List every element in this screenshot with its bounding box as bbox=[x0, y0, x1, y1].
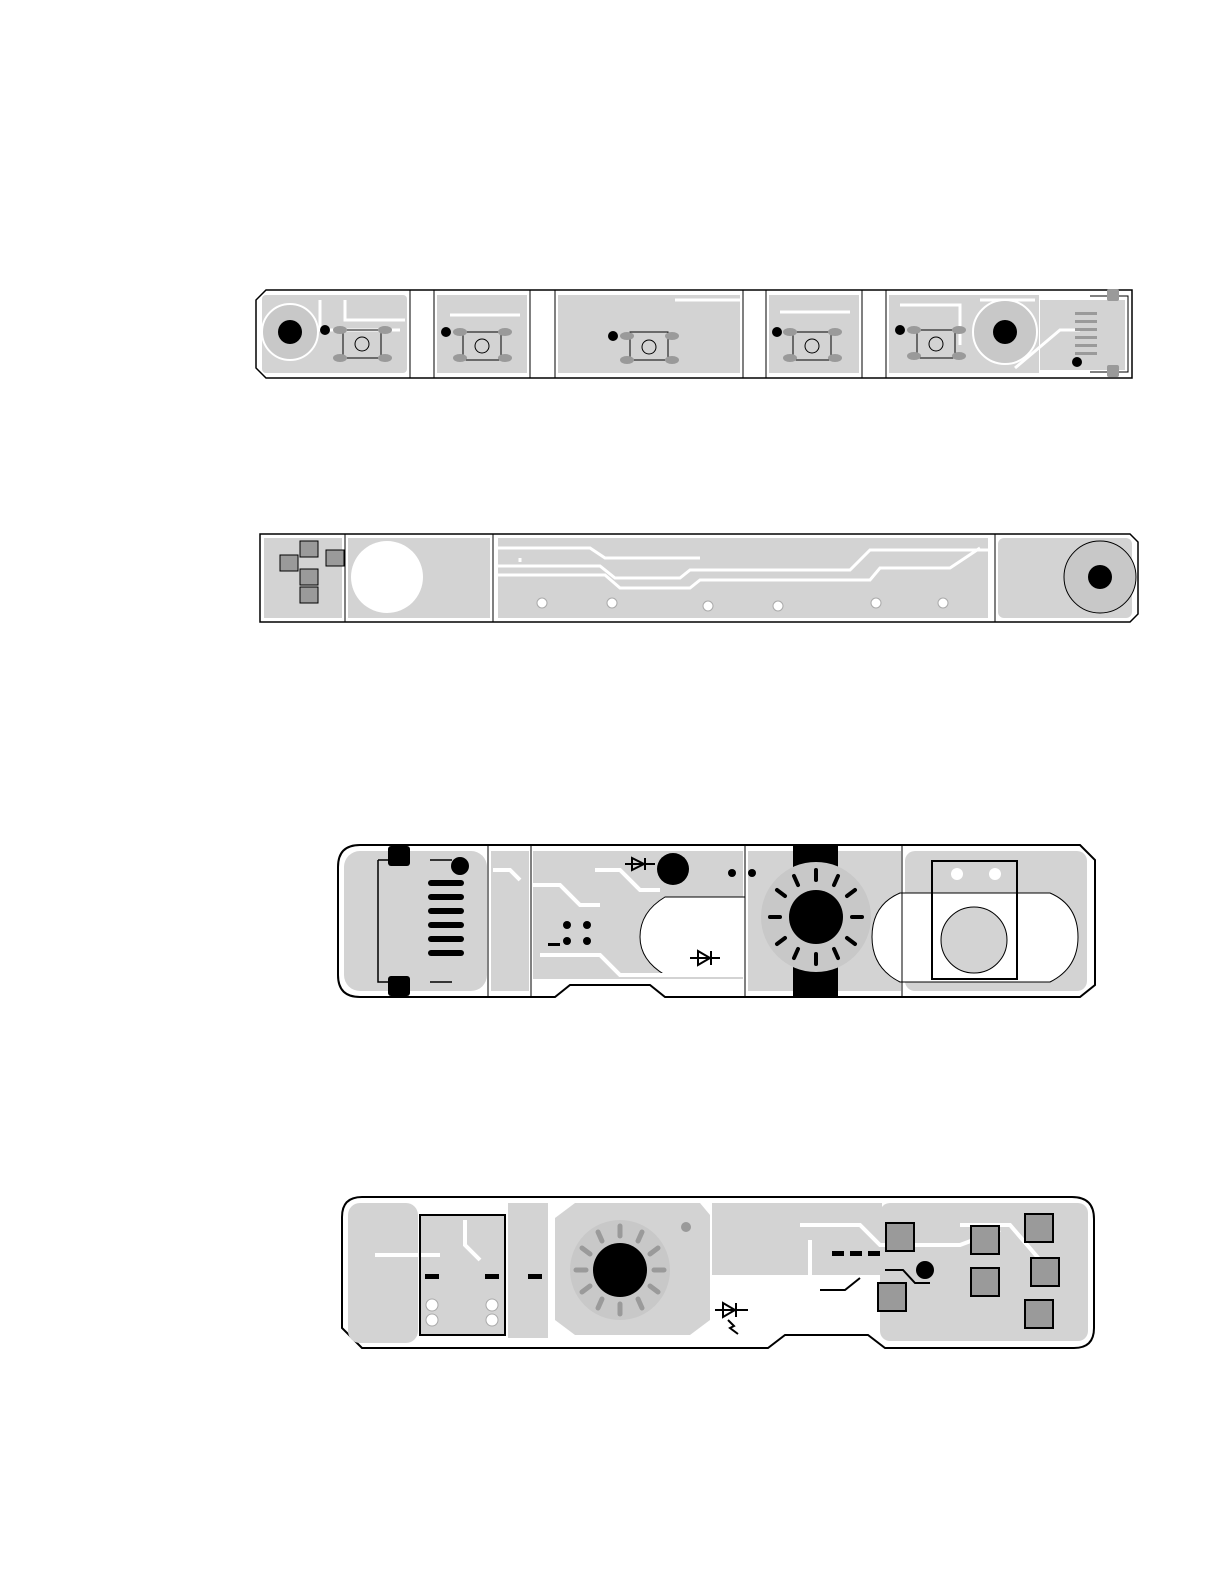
pcb-board-3 bbox=[338, 845, 1095, 997]
board-1-mount-hole-right bbox=[973, 300, 1037, 364]
board-3-component-dot bbox=[657, 853, 689, 885]
board-2-mount-hole bbox=[1064, 541, 1136, 613]
pcb-board-1 bbox=[256, 289, 1132, 378]
pcb-board-4 bbox=[342, 1197, 1094, 1348]
board-1-mount-hole-left bbox=[262, 304, 318, 360]
pcb-board-2 bbox=[260, 534, 1138, 622]
board-3-mount-hole bbox=[761, 862, 871, 972]
board-2-cutout bbox=[351, 541, 423, 613]
